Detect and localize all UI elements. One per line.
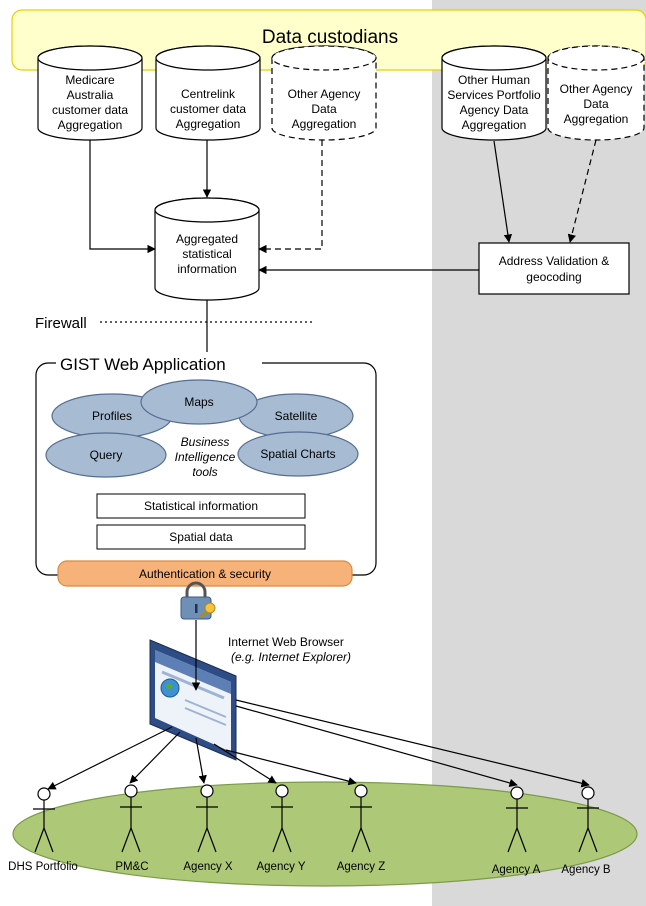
tool-query-ellipse bbox=[45, 432, 167, 478]
auth-security-bar bbox=[57, 560, 353, 587]
statistical-info-label: Statistical information bbox=[144, 499, 258, 513]
connectors bbox=[89, 139, 597, 363]
source-medicare-line-3: customer data bbox=[52, 103, 128, 117]
user-dhs-figure bbox=[33, 787, 55, 853]
source-other-agency-line-3: Aggregation bbox=[292, 117, 357, 131]
auth-security-label: Authentication & security bbox=[139, 567, 271, 581]
source-other-human-services-cylinder: Other Human Services Portfolio Agency Da… bbox=[441, 45, 547, 141]
padlock-key-icon bbox=[180, 581, 216, 620]
source-other-agency-cylinder: Other Agency Data Aggregation bbox=[271, 45, 377, 141]
address-validation-box bbox=[478, 242, 630, 295]
user-agency-a-figure bbox=[506, 786, 528, 853]
tool-spatial-charts-ellipse bbox=[237, 431, 359, 477]
source-other-agency-line-2: Data bbox=[311, 102, 337, 116]
tool-query-label: Query bbox=[90, 448, 123, 462]
source-medicare-line-2: Australia bbox=[67, 88, 114, 102]
user-agency-z-figure bbox=[350, 784, 372, 853]
source-ohs-line-2: Services Portfolio bbox=[447, 88, 541, 102]
browser-window-icon bbox=[149, 639, 237, 761]
tool-spatial-charts-label: Spatial Charts bbox=[260, 447, 335, 461]
tool-maps-label: Maps bbox=[184, 395, 213, 409]
browser-label: Internet Web Browser bbox=[228, 635, 344, 649]
arrow-to-pmc bbox=[129, 731, 181, 784]
source-other-agency-line-1: Other Agency bbox=[288, 87, 361, 101]
aggregated-statistical-cylinder: Aggregated statistical information bbox=[154, 197, 260, 301]
bi-tools-line-1: Business bbox=[181, 435, 230, 449]
source-ohs-line-4: Aggregation bbox=[462, 118, 527, 132]
arrow-other-agency-2-to-address bbox=[567, 139, 597, 243]
browser-example: (e.g. Internet Explorer) bbox=[231, 650, 351, 664]
firewall-label: Firewall bbox=[35, 315, 87, 332]
user-agency-a-label: Agency A bbox=[492, 864, 541, 876]
arrow-medicare-to-aggregated bbox=[89, 140, 156, 254]
user-agency-x-label: Agency X bbox=[183, 861, 233, 873]
tool-maps-ellipse bbox=[140, 379, 258, 425]
user-connectors bbox=[47, 620, 590, 790]
data-custodians-title: Data custodians bbox=[262, 27, 398, 48]
source-medicare-cylinder: Medicare Australia customer data Aggrega… bbox=[37, 45, 143, 141]
arrow-to-agency-y bbox=[213, 743, 277, 784]
user-agency-b-figure bbox=[577, 786, 599, 853]
arrow-to-agency-a bbox=[235, 705, 518, 787]
aggregated-line-1: Aggregated bbox=[176, 232, 238, 246]
source-centrelink-cylinder: Centrelink customer data Aggregation bbox=[155, 45, 261, 141]
aggregated-line-2: statistical bbox=[182, 247, 231, 261]
source-other-agency-2-line-2: Data bbox=[583, 97, 609, 111]
source-centrelink-line-1: Centrelink bbox=[181, 87, 236, 101]
source-other-agency-2-line-3: Aggregation bbox=[564, 112, 629, 126]
arrow-to-dhs bbox=[47, 726, 173, 790]
user-pmc-figure bbox=[120, 784, 142, 853]
bi-tools-line-3: tools bbox=[192, 465, 217, 479]
tool-profiles-label: Profiles bbox=[92, 409, 132, 423]
source-centrelink-line-3: Aggregation bbox=[176, 117, 241, 131]
arrow-to-agency-x bbox=[195, 737, 207, 784]
address-validation-line-2: geocoding bbox=[526, 270, 581, 284]
arrow-ohs-to-address bbox=[493, 140, 513, 243]
source-other-agency-2-line-1: Other Agency bbox=[560, 82, 633, 96]
source-ohs-line-3: Agency Data bbox=[460, 103, 529, 117]
source-medicare-line-4: Aggregation bbox=[58, 118, 123, 132]
spatial-data-box bbox=[96, 524, 306, 550]
user-agency-z-label: Agency Z bbox=[337, 861, 386, 873]
tool-satellite-label: Satellite bbox=[275, 409, 318, 423]
source-ohs-line-1: Other Human bbox=[458, 73, 530, 87]
arrow-to-agency-z bbox=[225, 749, 357, 786]
external-zone-panel bbox=[432, 0, 646, 906]
user-community-ellipse bbox=[12, 781, 638, 887]
user-agency-x-figure bbox=[196, 784, 218, 853]
arrow-to-agency-b bbox=[235, 699, 590, 788]
arrow-other-agency-to-aggregated bbox=[258, 140, 323, 254]
user-agency-b-label: Agency B bbox=[561, 864, 611, 876]
statistical-info-box bbox=[96, 493, 306, 519]
aggregated-line-3: information bbox=[177, 262, 236, 276]
gist-title-backdrop bbox=[56, 352, 262, 374]
source-centrelink-line-2: customer data bbox=[170, 102, 246, 116]
spatial-data-label: Spatial data bbox=[169, 530, 233, 544]
user-figures bbox=[33, 784, 599, 853]
gist-app-title: GIST Web Application bbox=[60, 355, 226, 374]
source-other-agency-2-cylinder: Other Agency Data Aggregation bbox=[547, 45, 645, 141]
user-dhs-label: DHS Portfolio bbox=[8, 861, 78, 873]
address-validation-line-1: Address Validation & bbox=[499, 254, 610, 268]
user-agency-y-label: Agency Y bbox=[256, 861, 305, 873]
source-medicare-line-1: Medicare bbox=[65, 73, 115, 87]
bi-tools-line-2: Intelligence bbox=[175, 450, 236, 464]
user-pmc-label: PM&C bbox=[115, 861, 148, 873]
user-agency-y-figure bbox=[271, 784, 293, 853]
